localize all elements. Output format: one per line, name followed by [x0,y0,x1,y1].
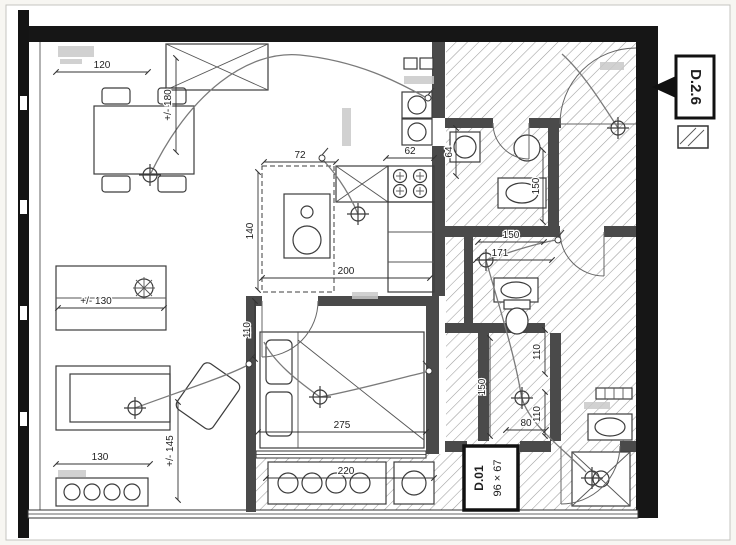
washbasin-wc [493,277,539,303]
dimension-label: 140 [245,222,256,239]
dimension-label: 171 [492,248,509,259]
unit-tag-arrow [652,76,676,98]
window-band-bottom [27,509,639,519]
terrace-sofa [267,461,387,505]
ceiling-light [124,397,146,419]
wall-right [636,26,658,518]
switch-symbol [554,229,565,244]
door-arc-bath [492,122,530,160]
interior-walls [246,42,636,512]
window-band-terrace [255,450,427,459]
dimension-label: 275 [334,420,351,431]
ceiling-light [581,467,603,489]
dimension-label: 62 [404,146,416,157]
dimension-label: 110 [242,322,253,338]
door-tag-size: 96 × 67 [492,459,504,496]
dimensions: 120 +/- 180 72 62 64 140 200 150 150 171… [52,54,556,504]
ceiling-light [139,164,161,186]
dimension-label: 64 [444,146,455,158]
dimension-label: 110 [532,344,543,360]
shower [571,451,631,507]
dimension-label: +/- 145 [165,435,176,467]
room-stamp [58,46,94,57]
door-arc-shower-room [560,445,621,505]
room-stamp [352,292,378,299]
dining-table [93,105,195,175]
wardrobe [165,43,269,91]
room-stamp [342,108,351,146]
dimension-label: 200 [338,266,355,277]
unit-tag-code: D.2.6 [687,69,704,105]
room-stamp [600,62,624,70]
dining-chairs [101,87,187,193]
sideboard [55,265,167,331]
dimension-label: 150 [503,230,520,241]
dimension-label: 120 [94,60,111,71]
door-tag: D.01 96 × 67 [462,444,520,512]
unit-tag: D.2.6 [652,54,716,149]
dimension-label: 80 [520,418,532,429]
dimension-label: +/- 130 [80,296,112,307]
door-tag-id: D.01 [472,465,486,491]
star-symbol [133,277,155,299]
dimension-label: +/- 180 [163,89,174,121]
switch-symbol [424,87,435,102]
ceiling-lights [124,117,629,489]
lowboard-with-plants [55,477,149,507]
window-band-left [18,10,41,538]
dimension-label: 150 [531,177,542,194]
kitchen-counter [261,165,335,293]
room-stamp [58,470,86,477]
dimension-label: 220 [338,466,355,477]
room-stamps [58,46,624,477]
dimension-label: 150 [477,378,488,395]
hatched-area [250,42,636,512]
ceiling-light [347,203,369,225]
armchair [175,362,241,430]
dimension-label: 72 [294,150,306,161]
dimension-label: 130 [92,452,109,463]
dimension-label: 110 [532,406,543,422]
room-stamp [584,402,610,409]
kitchen-tall-cabinets [387,201,435,293]
bed [259,331,425,449]
ceiling-light [309,386,331,408]
wiring-lines [134,53,619,473]
sofa [55,365,171,431]
washbasin-bath [497,177,547,209]
room-stamp [404,76,434,84]
washbasin-shower-room [587,413,633,441]
radiator [595,387,633,400]
switch-symbol [422,360,433,375]
ceiling-light [607,117,629,139]
legend-icon [677,125,709,149]
room-stamp [60,59,82,64]
toilet [503,299,531,335]
terrace-table [393,461,435,505]
wall-top [28,26,658,42]
ceiling-light [511,387,533,409]
